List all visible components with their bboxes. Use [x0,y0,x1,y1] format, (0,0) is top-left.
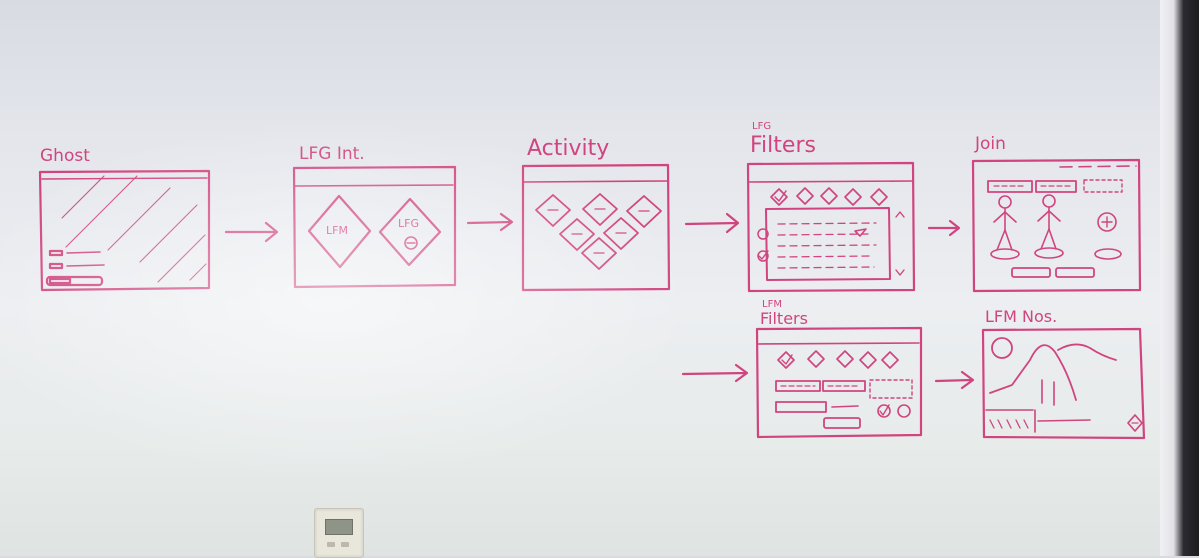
join-frame [971,158,1142,293]
lfm-nos-frame [981,327,1146,440]
arrow-lfg-to-activity [466,212,514,232]
arrow-activity-to-lfg-filters [684,212,740,234]
activity-label: Activity [527,136,610,161]
diamond-lfg-label: LFG [398,217,419,230]
arrow-to-lfm-filters [681,363,749,383]
ghost-label: Ghost [40,146,90,166]
arrow-lfm-filters-to-lfm-nos [934,370,975,390]
lfg-filters-label: Filters [750,133,816,158]
thermostat-screen [325,519,353,535]
arrow-lfg-filters-to-join [927,219,961,237]
diamond-lfm-label: LFM [326,224,348,237]
activity-frame [521,163,671,292]
lfg-filters-small-label: LFG [752,121,772,132]
lfg-filters-frame [746,161,916,293]
lfg-int-frame [292,165,457,289]
thermostat [314,508,364,558]
whiteboard-edge [1160,0,1199,556]
thermostat-button [327,542,335,547]
thermostat-button [341,542,349,547]
lfg-int-label: LFG Int. [299,144,365,164]
lfm-nos-label: LFM Nos. [985,307,1058,326]
lfm-filters-label: Filters [760,309,808,328]
lfm-filters-frame [755,326,923,439]
join-label: Join [975,134,1006,154]
arrow-ghost-to-lfg [224,221,279,243]
ghost-frame [38,169,211,292]
